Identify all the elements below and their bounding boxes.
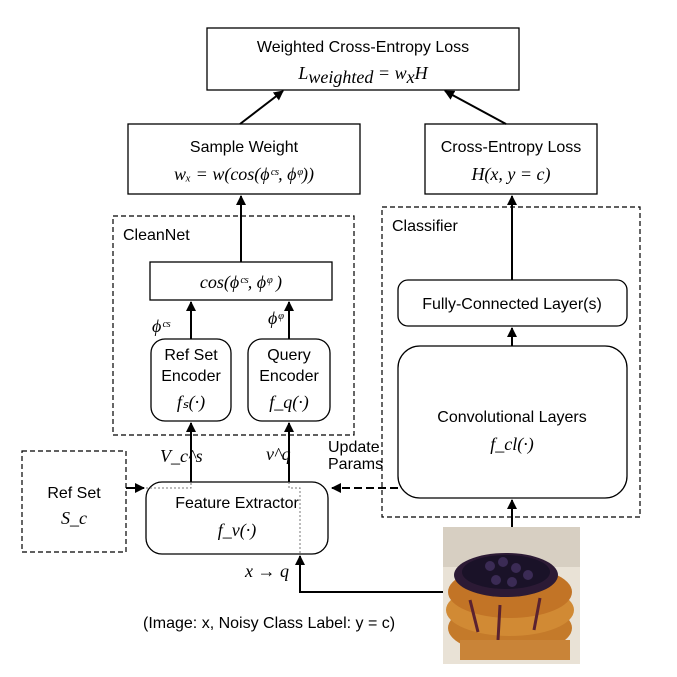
cross-entropy-box: Cross-Entropy Loss H(x, y = c): [424, 123, 598, 195]
arrow-image-to-extractor: [295, 555, 443, 593]
feature-extractor-func: f_v(·): [218, 520, 256, 541]
ref-set-encoder-box: Ref Set Encoder fₛ(·): [150, 338, 232, 422]
v-q-label: v^q: [266, 444, 291, 464]
cosine-formula: cos(ϕᶜˢ, ϕᵠ ): [200, 272, 282, 293]
sample-weight-title: Sample Weight: [190, 139, 299, 156]
arrow-weight-to-loss: [239, 90, 284, 125]
phi-q-label: ϕᵠ: [268, 308, 284, 328]
cosine-box: cos(ϕᶜˢ, ϕᵠ ): [149, 261, 333, 301]
phi-s-label: ϕᶜˢ: [152, 316, 171, 336]
cross-entropy-formula: H(x, y = c): [470, 164, 550, 185]
update-label-line1: Update: [328, 439, 380, 456]
dotted-ref-route: [146, 482, 192, 489]
cleannet-label: CleanNet: [123, 227, 190, 244]
convolutional-func: f_cl(·): [490, 434, 533, 455]
sample-weight-box: Sample Weight wₓ = w(cos(ϕᶜˢ, ϕᵠ)): [127, 123, 361, 195]
ref-encoder-func: fₛ(·): [177, 392, 205, 413]
ref-set-label: Ref Set: [47, 485, 101, 502]
convolutional-label: Convolutional Layers: [437, 409, 586, 426]
update-label-line2: Params: [328, 456, 383, 473]
waffle-image: [443, 527, 580, 664]
feature-extractor-label: Feature Extractor: [175, 495, 299, 512]
weighted-loss-formula: Lweighted = wxH: [297, 63, 428, 87]
fully-connected-label: Fully-Connected Layer(s): [422, 296, 602, 313]
cleannet-container: [112, 215, 355, 436]
fully-connected-box: Fully-Connected Layer(s): [397, 279, 628, 327]
convolutional-box: Convolutional Layers f_cl(·): [397, 345, 628, 499]
ref-set-box: [21, 450, 127, 553]
caption: (Image: x, Noisy Class Label: y = c): [143, 615, 395, 632]
arrow-ce-to-loss: [444, 90, 507, 125]
query-encoder-func: f_q(·): [269, 392, 309, 413]
sample-weight-formula: wₓ = w(cos(ϕᶜˢ, ϕᵠ)): [174, 164, 314, 185]
classifier-label: Classifier: [392, 218, 458, 235]
v-s-label: V_c^s: [160, 446, 203, 466]
query-encoder-line2: Encoder: [259, 368, 319, 385]
ref-encoder-line1: Ref Set: [164, 347, 218, 364]
feature-extractor-box: Feature Extractor f_v(·): [145, 481, 329, 555]
ref-set-symbol: S_c: [61, 508, 87, 528]
dotted-query-route: [288, 482, 301, 554]
query-encoder-box: Query Encoder f_q(·): [247, 338, 331, 422]
weighted-loss-box: Weighted Cross-Entropy Loss Lweighted = …: [206, 27, 520, 91]
query-encoder-line1: Query: [267, 347, 311, 364]
x-to-q-label: x → q: [244, 561, 289, 581]
ref-encoder-line2: Encoder: [161, 368, 221, 385]
cross-entropy-title: Cross-Entropy Loss: [441, 139, 582, 156]
weighted-loss-title: Weighted Cross-Entropy Loss: [257, 39, 469, 56]
